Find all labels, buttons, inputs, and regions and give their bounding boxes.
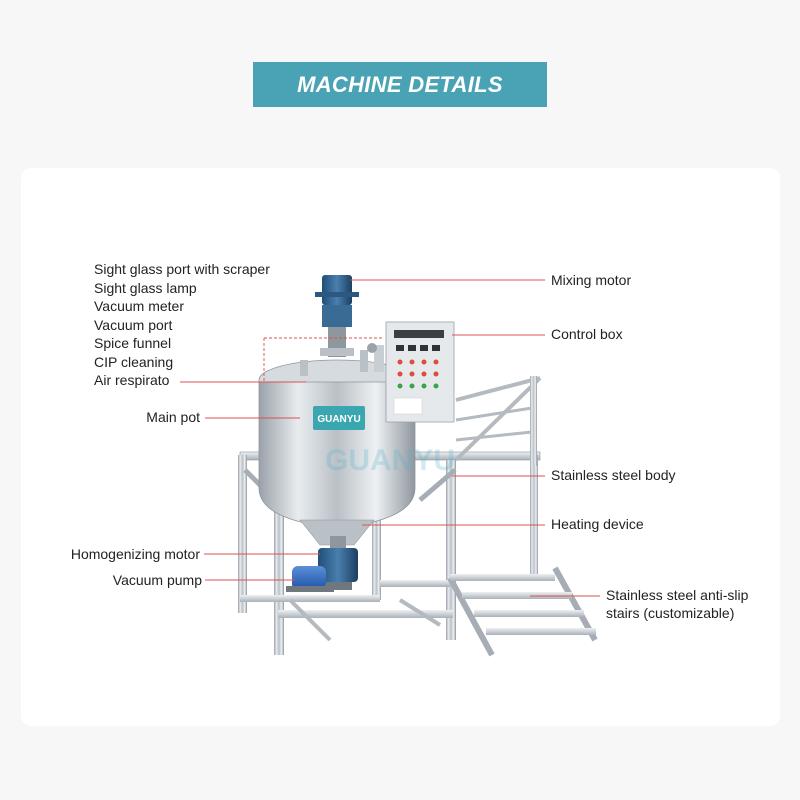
label-main-pot: Main pot bbox=[146, 409, 200, 425]
label-spice-funnel: Spice funnel bbox=[94, 335, 172, 351]
label-vacuum-port: Vacuum port bbox=[94, 316, 173, 333]
label-air-respirator: Air respirato bbox=[94, 372, 170, 388]
section-title: MACHINE DETAILS bbox=[297, 71, 503, 97]
label-vacuum-meter: Vacuum meter bbox=[94, 298, 184, 314]
label-mixing-motor: Mixing motor bbox=[551, 272, 632, 288]
label-stairs-line1: Stainless steel anti-slip bbox=[606, 587, 749, 603]
section-title-banner: MACHINE DETAILS bbox=[253, 62, 547, 107]
label-sight-glass-port: Sight glass port with scraper bbox=[94, 261, 270, 277]
brand-watermark: GUANYU bbox=[325, 444, 455, 477]
label-cip-cleaning: CIP cleaning bbox=[94, 353, 174, 370]
brand-logo: GUANYU bbox=[317, 414, 360, 425]
label-sight-glass-lamp: Sight glass lamp bbox=[94, 279, 197, 296]
anti-slip-stairs bbox=[447, 376, 598, 657]
vacuum-pump bbox=[286, 566, 334, 592]
label-control-box: Control box bbox=[551, 326, 623, 342]
label-vacuum-pump: Vacuum pump bbox=[112, 572, 202, 588]
control-box bbox=[385, 321, 455, 423]
label-stainless-steel-body: Stainless steel body bbox=[551, 467, 676, 483]
label-homogenizing-motor: Homogenizing motor bbox=[70, 546, 200, 562]
homogenizing-motor bbox=[318, 536, 358, 590]
top-fittings-label-list: Sight glass port with scraper Sight glas… bbox=[94, 260, 270, 390]
mixing-motor bbox=[315, 275, 359, 357]
main-pot: GUANYU bbox=[258, 359, 416, 546]
label-heating-device: Heating device bbox=[551, 516, 644, 532]
label-stairs-line2: stairs (customizable) bbox=[606, 605, 735, 621]
leader-lines bbox=[180, 279, 600, 597]
